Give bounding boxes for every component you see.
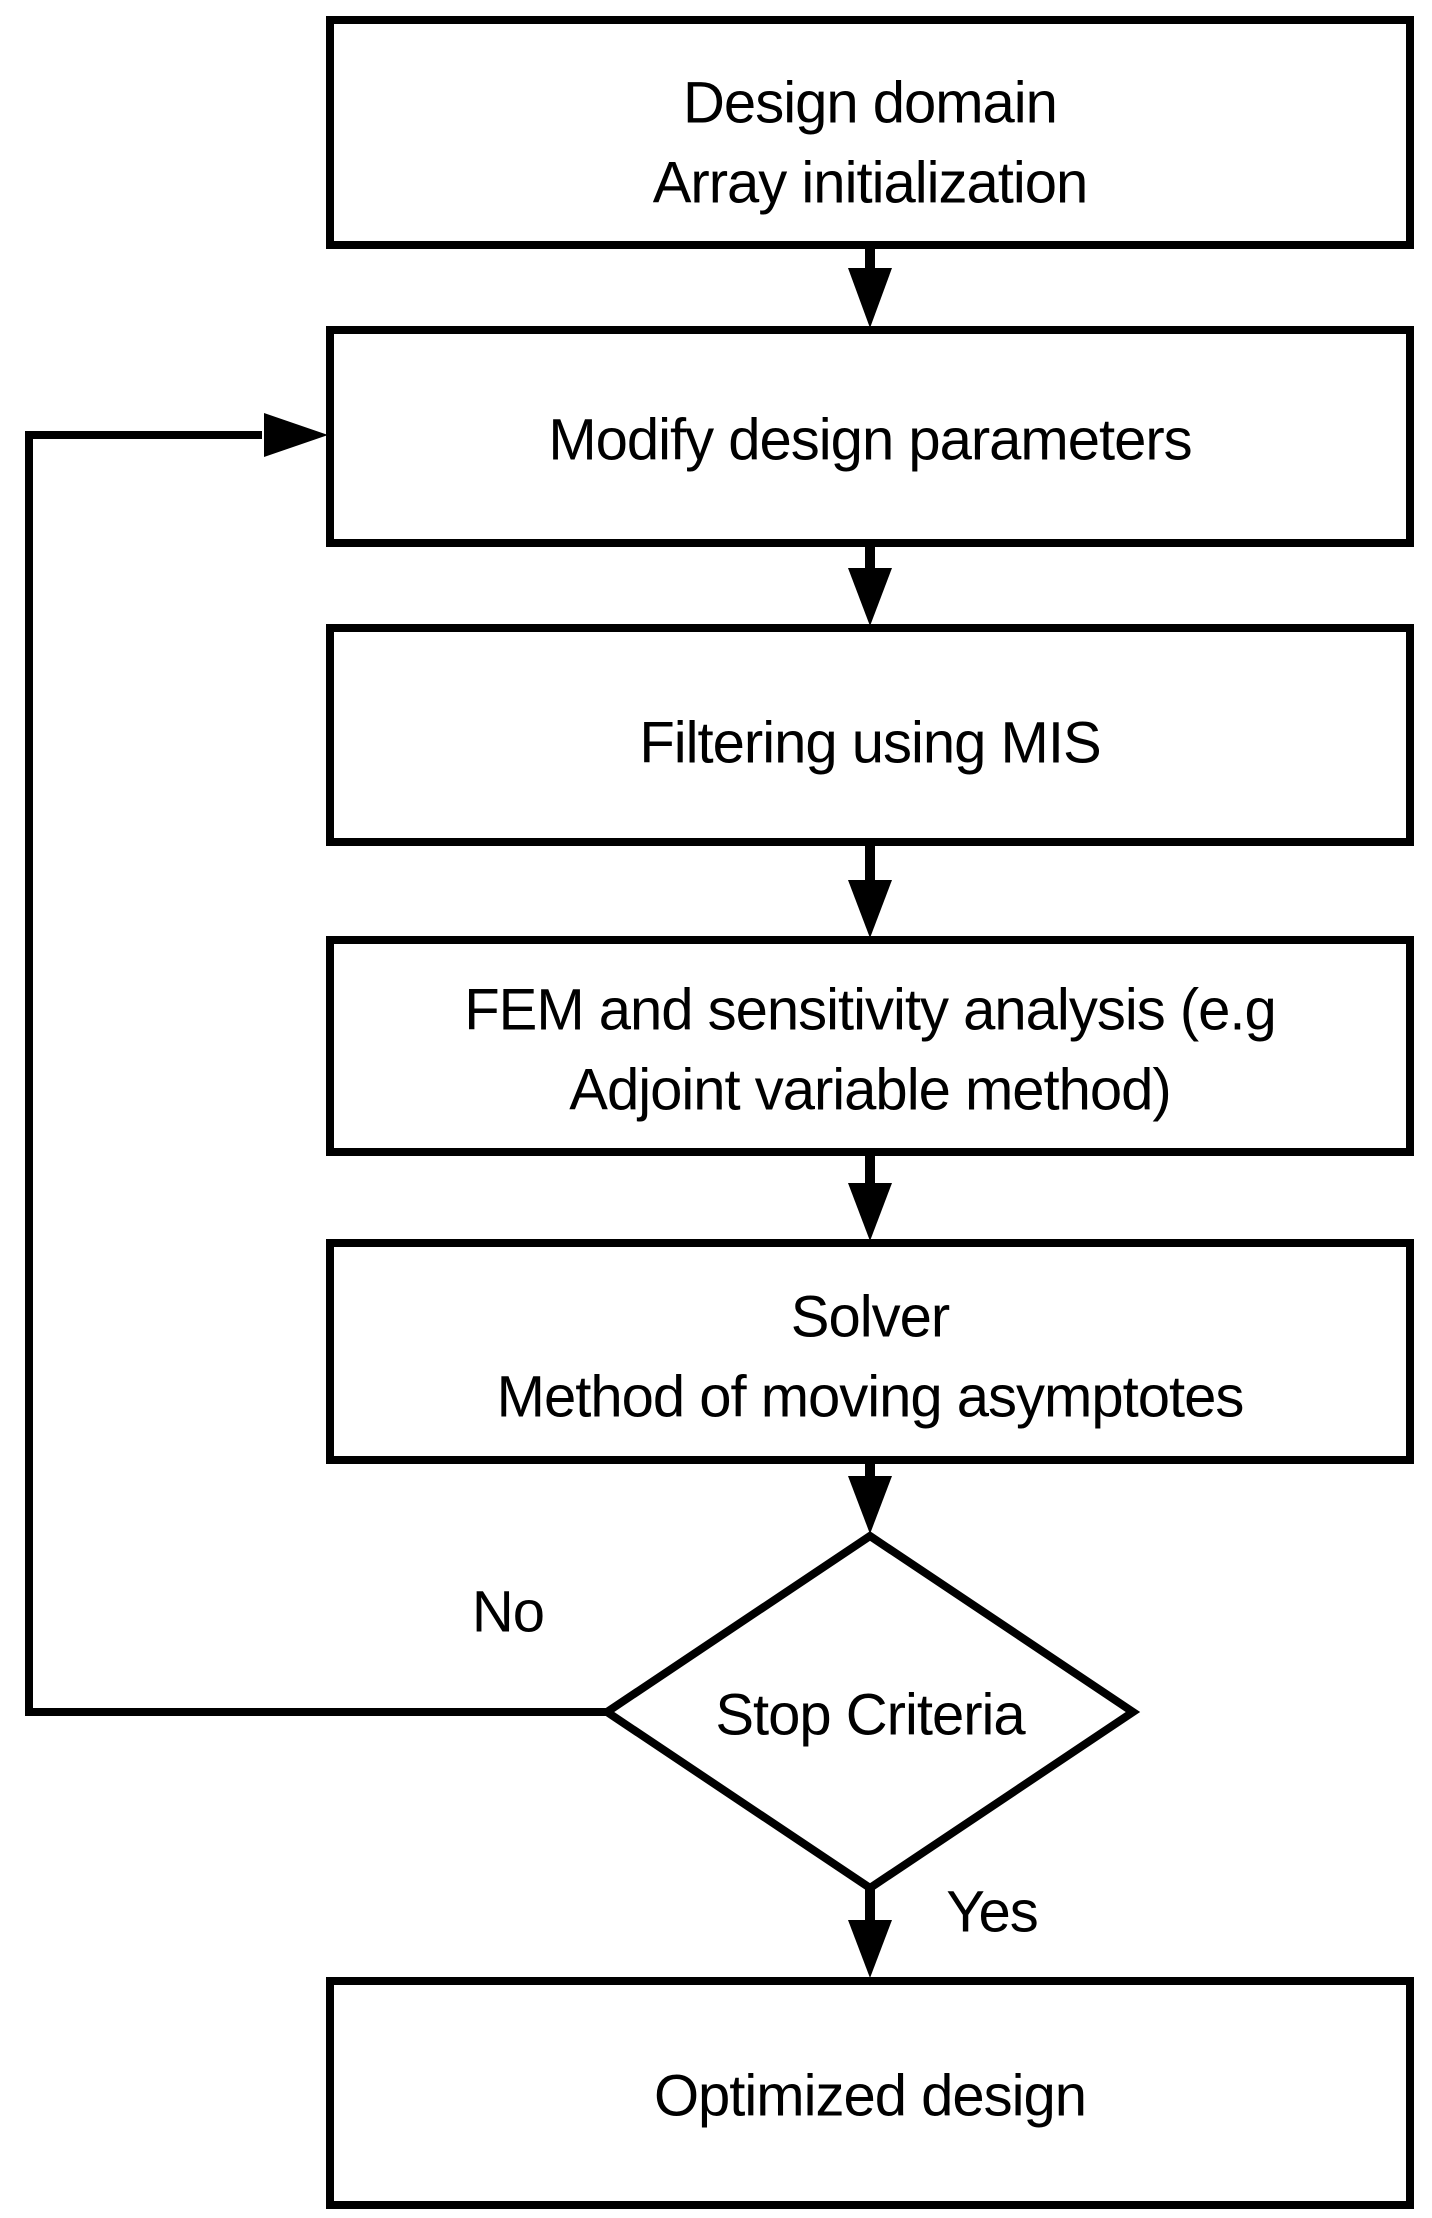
- node-modify-label: Modify design parameters: [548, 408, 1191, 473]
- node-filtering-label: Filtering using MIS: [639, 711, 1100, 776]
- arrow-filtering-to-fem: [848, 844, 892, 938]
- arrow-start-to-modify-head: [848, 268, 892, 328]
- node-solver-label-line1: Solver: [791, 1285, 950, 1350]
- arrow-modify-to-filtering: [848, 545, 892, 626]
- arrow-fem-to-solver: [848, 1154, 892, 1241]
- node-filtering-box: [326, 624, 1414, 846]
- arrow-decision-to-end-head: [848, 1920, 892, 1978]
- node-fem-label-line2: Adjoint variable method): [569, 1058, 1170, 1123]
- node-modify-box: [326, 326, 1414, 547]
- arrow-solver-to-decision-head: [848, 1476, 892, 1534]
- arrow-modify-to-filtering-head: [848, 568, 892, 626]
- branch-label-no: No: [472, 1580, 544, 1645]
- loop-no-head: [264, 413, 328, 457]
- node-end-label: Optimized design: [654, 2064, 1086, 2129]
- node-decision-label: Stop Criteria: [715, 1683, 1026, 1748]
- node-start-box: [326, 16, 1414, 249]
- node-solver-label-line2: Method of moving asymptotes: [497, 1365, 1244, 1430]
- node-solver-box: [326, 1239, 1414, 1464]
- arrow-filtering-to-fem-head: [848, 880, 892, 938]
- arrow-start-to-modify: [848, 247, 892, 328]
- node-end-box: [326, 1977, 1414, 2209]
- loop-no-to-modify: [25, 413, 607, 1716]
- arrow-solver-to-decision: [848, 1462, 892, 1534]
- branch-label-yes: Yes: [946, 1880, 1038, 1945]
- node-fem-box: [326, 936, 1414, 1156]
- arrow-fem-to-solver-head: [848, 1183, 892, 1241]
- loop-no-line: [25, 431, 607, 1716]
- node-start-label-line1: Design domain: [683, 71, 1057, 136]
- node-fem-label-line1: FEM and sensitivity analysis (e.g: [464, 978, 1276, 1043]
- node-start-label-line2: Array initialization: [653, 151, 1088, 216]
- arrow-decision-to-end: [848, 1888, 892, 1978]
